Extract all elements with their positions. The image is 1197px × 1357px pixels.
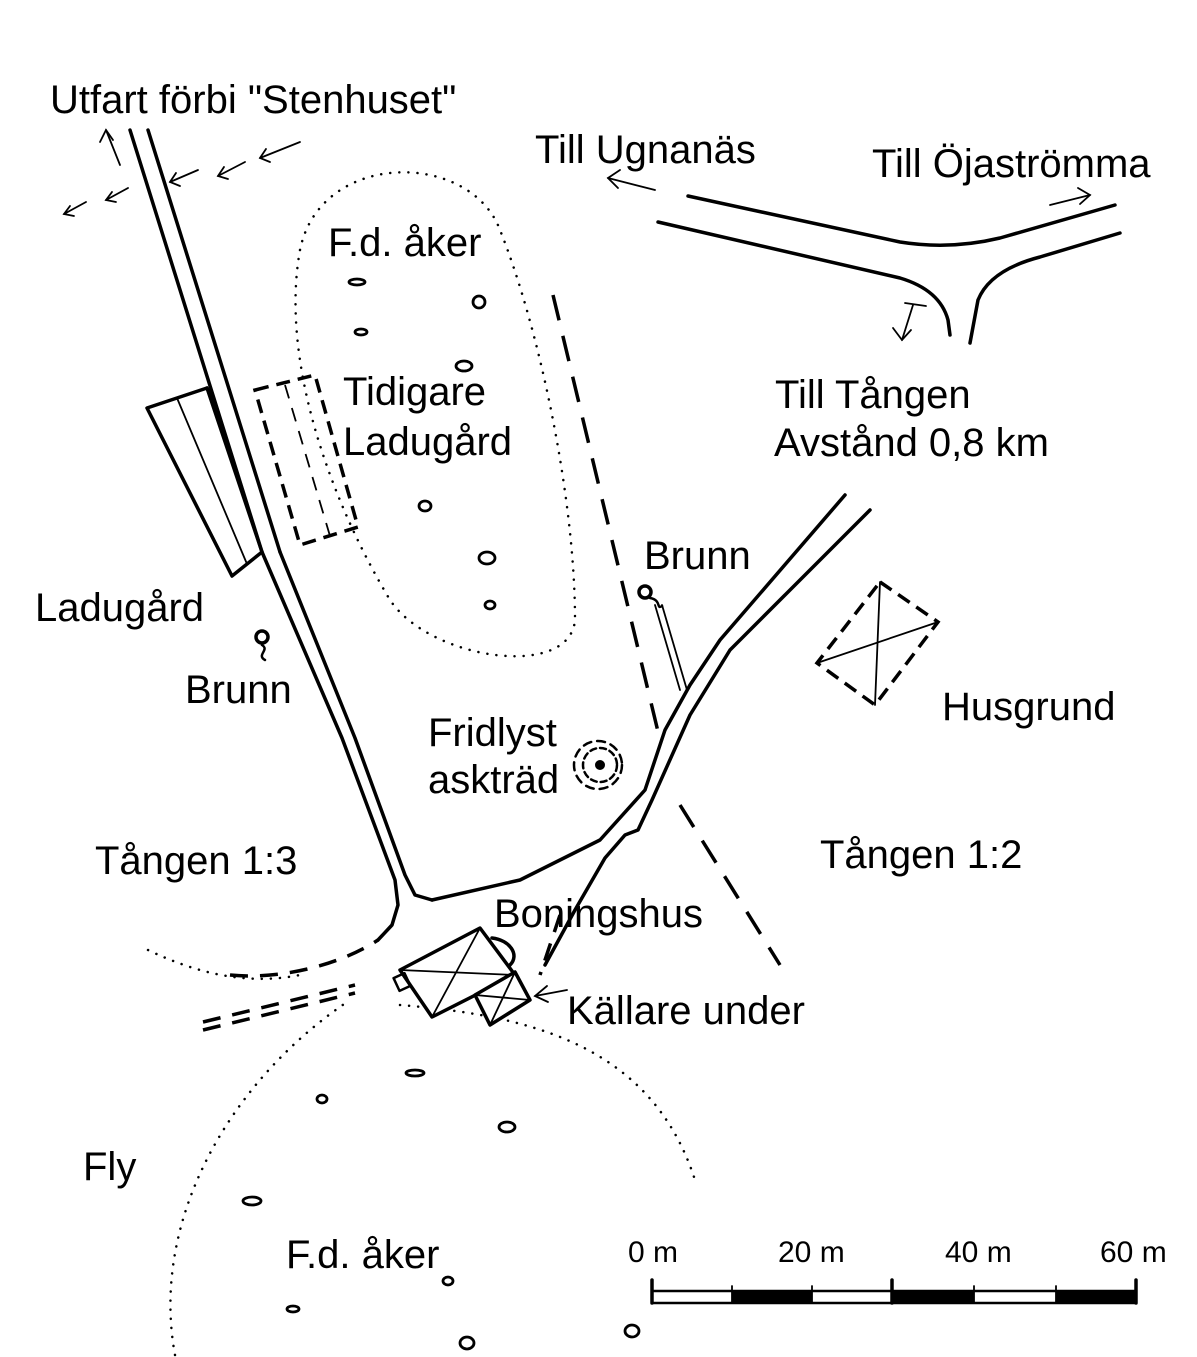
- label-house-foundation: Husgrund: [942, 685, 1115, 729]
- protected-ash-tree-icon: [572, 739, 624, 791]
- label-former-field-south: F.d. åker: [286, 1233, 439, 1277]
- house-foundation-outline: [814, 579, 941, 708]
- dwelling-house-building: [392, 926, 568, 1027]
- junction-roads: [606, 169, 1122, 345]
- label-former-field-north: F.d. åker: [328, 221, 481, 265]
- label-well-east: Brunn: [644, 534, 751, 578]
- label-former-barn-line1: Tidigare: [343, 370, 486, 414]
- label-to-tangen-line1: Till Tången: [775, 373, 971, 417]
- well-west-icon: [254, 629, 270, 662]
- label-former-barn-line2: Ladugård: [343, 420, 512, 464]
- scale-tick-label: 40 m: [945, 1236, 1012, 1269]
- former-field-south-boundary: [169, 998, 697, 1357]
- label-cellar-below: Källare under: [567, 989, 805, 1033]
- property-boundary: [551, 294, 782, 966]
- dashed-paths: [202, 604, 688, 1032]
- label-to-ojastromma: Till Öjaströmma: [872, 142, 1151, 186]
- label-to-ugnanas: Till Ugnanäs: [535, 128, 756, 172]
- former-barn-outline: [252, 372, 361, 548]
- scale-bar: 0 m 20 m 40 m 60 m: [628, 1236, 1167, 1305]
- label-property-east: Tången 1:2: [820, 833, 1022, 877]
- scale-tick-label: 60 m: [1100, 1236, 1167, 1269]
- field-boundary-west: [146, 948, 302, 981]
- label-barn: Ladugård: [35, 586, 204, 630]
- road-to-tangen: [430, 493, 872, 967]
- label-property-west: Tången 1:3: [95, 839, 297, 883]
- label-dwelling-house: Boningshus: [494, 892, 703, 936]
- barn-building: [145, 386, 264, 578]
- label-exit-stenhuset: Utfart förbi "Stenhuset": [50, 78, 456, 122]
- field-stones: [241, 277, 641, 1351]
- label-bog: Fly: [83, 1145, 136, 1189]
- exit-arrows: [62, 128, 301, 217]
- well-east-icon: [637, 584, 664, 609]
- scale-tick-label: 0 m: [628, 1236, 678, 1269]
- label-protected-ash-line2: askträd: [428, 758, 559, 802]
- label-protected-ash-line1: Fridlyst: [428, 711, 557, 755]
- label-to-tangen-line2: Avstånd 0,8 km: [774, 421, 1049, 465]
- scale-tick-label: 20 m: [778, 1236, 845, 1269]
- label-well-west: Brunn: [185, 668, 292, 712]
